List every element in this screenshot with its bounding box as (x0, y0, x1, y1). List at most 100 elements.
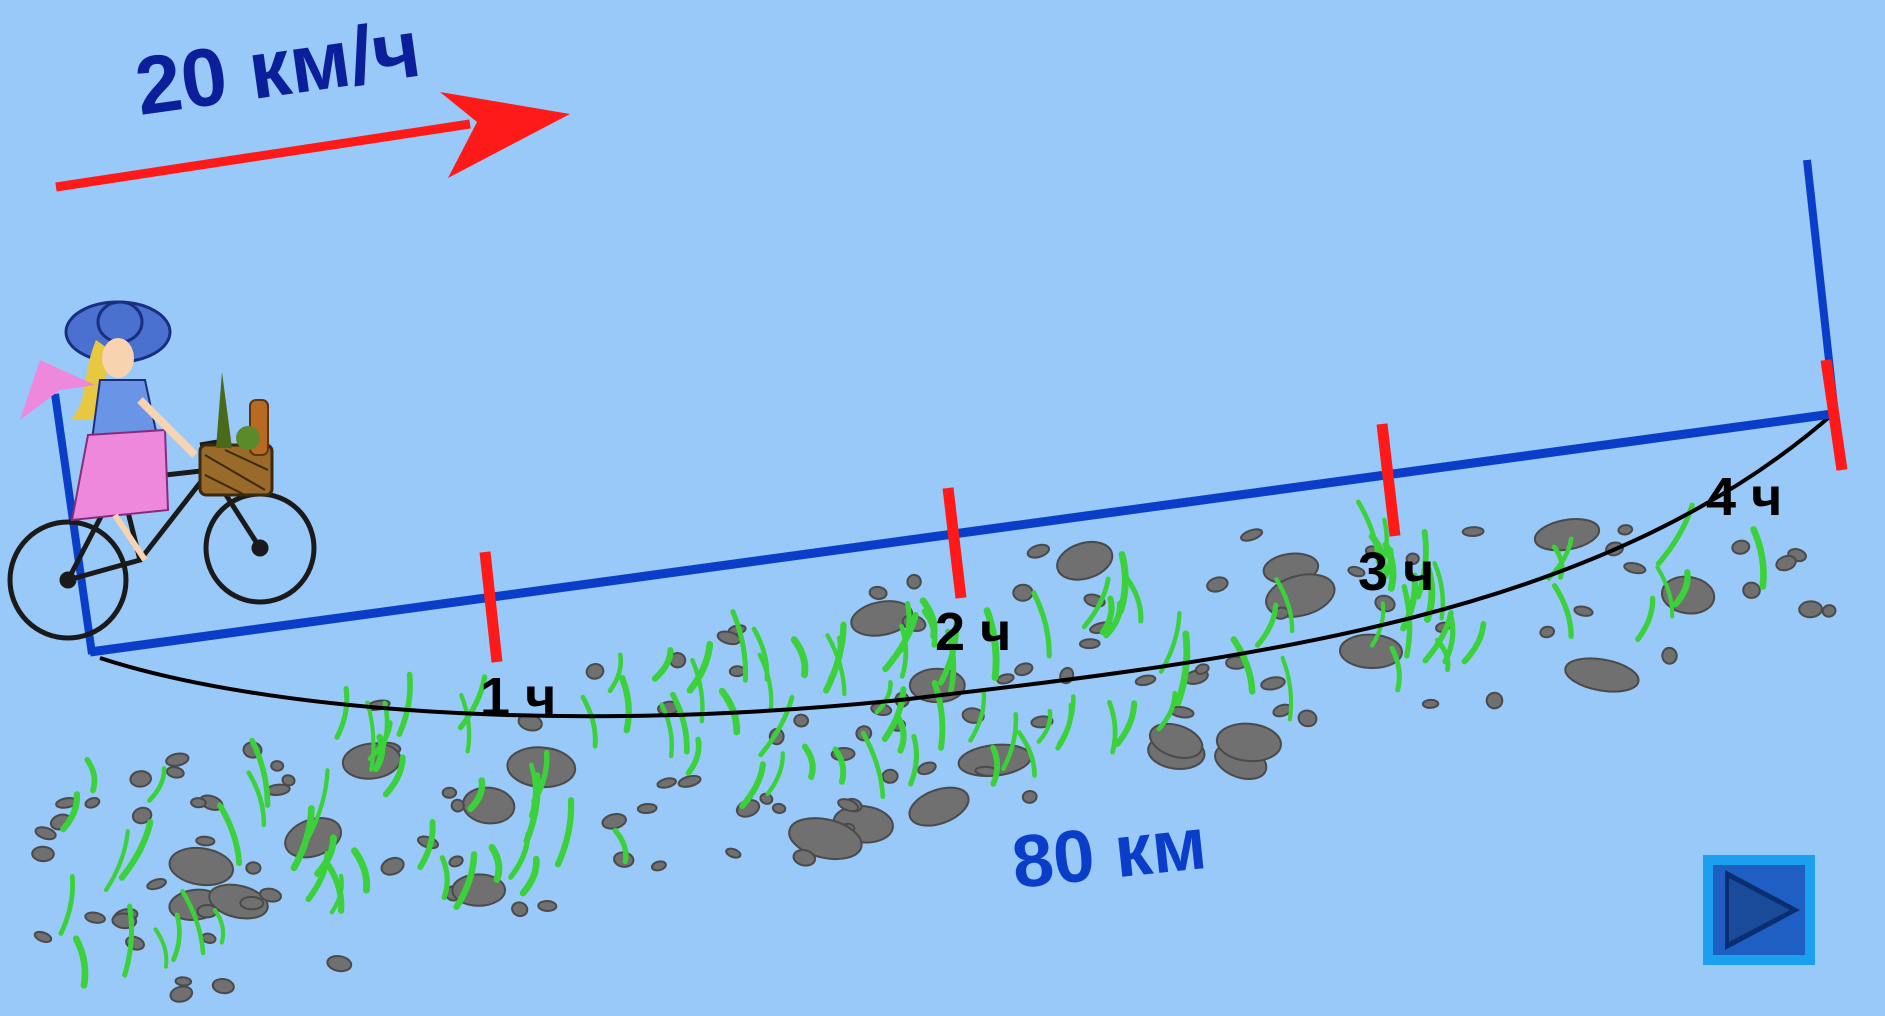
stone (1421, 698, 1440, 709)
hour-tick-4 (1820, 359, 1848, 471)
stone (146, 878, 167, 891)
stone (190, 797, 207, 809)
grass-blade (874, 679, 893, 715)
grass-blade (1274, 577, 1295, 634)
grass-blade (519, 855, 540, 897)
stone (996, 673, 1015, 685)
grass-blade (945, 628, 957, 695)
stone (281, 774, 296, 787)
grass-blade (467, 777, 486, 812)
grass-blade (305, 850, 331, 903)
grass-blade (685, 736, 702, 776)
grass-blade (417, 819, 436, 871)
grass-blade (171, 912, 182, 963)
grass-blade (659, 702, 674, 759)
stone (165, 766, 185, 779)
grass-blade (758, 694, 795, 758)
grass-blade (216, 802, 243, 867)
stone (601, 813, 627, 830)
stone (656, 777, 677, 789)
grass-blade (306, 768, 330, 839)
stone (837, 798, 860, 813)
stone (195, 835, 216, 847)
stone (1798, 600, 1823, 619)
stone (259, 887, 282, 903)
grass-blade (58, 874, 76, 936)
stone (1564, 657, 1640, 693)
hour-tick-3 (1376, 423, 1401, 537)
stone (1134, 674, 1157, 687)
grass-blade (881, 686, 907, 743)
grass-blade (983, 607, 1000, 682)
grass-blade (801, 743, 816, 780)
grass-blade (84, 757, 98, 794)
stone (585, 663, 605, 680)
stone (84, 796, 101, 809)
grass-blade (396, 671, 413, 737)
grass-blade (790, 636, 809, 679)
stone (165, 752, 190, 767)
grass-blade (1635, 595, 1656, 642)
stone (728, 665, 746, 678)
stone (906, 573, 922, 590)
hour-ticks (479, 359, 1848, 663)
stone (1194, 663, 1210, 675)
grass-blade (931, 679, 946, 751)
next-slide-button[interactable] (1703, 855, 1815, 965)
basket (198, 372, 274, 497)
grass-blade (1389, 645, 1402, 693)
grass-blade (1400, 572, 1419, 632)
stone (1079, 638, 1101, 650)
stone (450, 798, 465, 813)
grass-blade (1016, 730, 1037, 778)
stone (792, 849, 817, 867)
road-segment (51, 159, 1839, 657)
grass-blade (1655, 565, 1675, 619)
grass-blade (921, 608, 938, 648)
grass-blade (118, 819, 154, 881)
girl (20, 300, 198, 562)
grass-blade (153, 927, 169, 969)
stone (881, 768, 899, 784)
grass-blade (325, 862, 345, 914)
grass-blade (290, 805, 315, 872)
stone (1014, 662, 1034, 677)
ground-decoration (31, 499, 1837, 1003)
grass-blade (1461, 621, 1487, 665)
stone (1661, 646, 1678, 665)
grass-blade (1081, 576, 1111, 630)
stone (917, 761, 937, 776)
grass-blade (528, 762, 538, 819)
grass-blade (531, 750, 550, 804)
stone (239, 895, 265, 911)
stone (1573, 605, 1594, 617)
stone (33, 930, 53, 943)
grass-blade (619, 674, 632, 734)
grass-blade (739, 761, 766, 810)
stone (1265, 573, 1336, 618)
grass-blade (765, 751, 785, 797)
stone (31, 845, 55, 863)
grass-blade (508, 831, 531, 880)
stone (1539, 625, 1556, 639)
grass-blade (612, 827, 629, 865)
grass-blade (1750, 526, 1767, 590)
stone (326, 955, 353, 973)
stone (1485, 691, 1504, 710)
grass-blade (1672, 569, 1691, 608)
hour-label-1: 1 ч (480, 667, 556, 727)
grass-blade (1174, 630, 1191, 707)
stone (131, 806, 153, 825)
grass-blade (899, 623, 909, 679)
grass-blade (1114, 700, 1138, 747)
grass-blade (730, 609, 749, 683)
stone (1021, 789, 1038, 804)
stone (636, 802, 658, 815)
grass-blade (453, 851, 478, 910)
stone (793, 713, 810, 728)
stone (1821, 604, 1837, 618)
stone (677, 774, 702, 788)
grass-blade (1368, 533, 1387, 573)
grass-blade (457, 674, 488, 731)
grass-blade (823, 621, 847, 694)
